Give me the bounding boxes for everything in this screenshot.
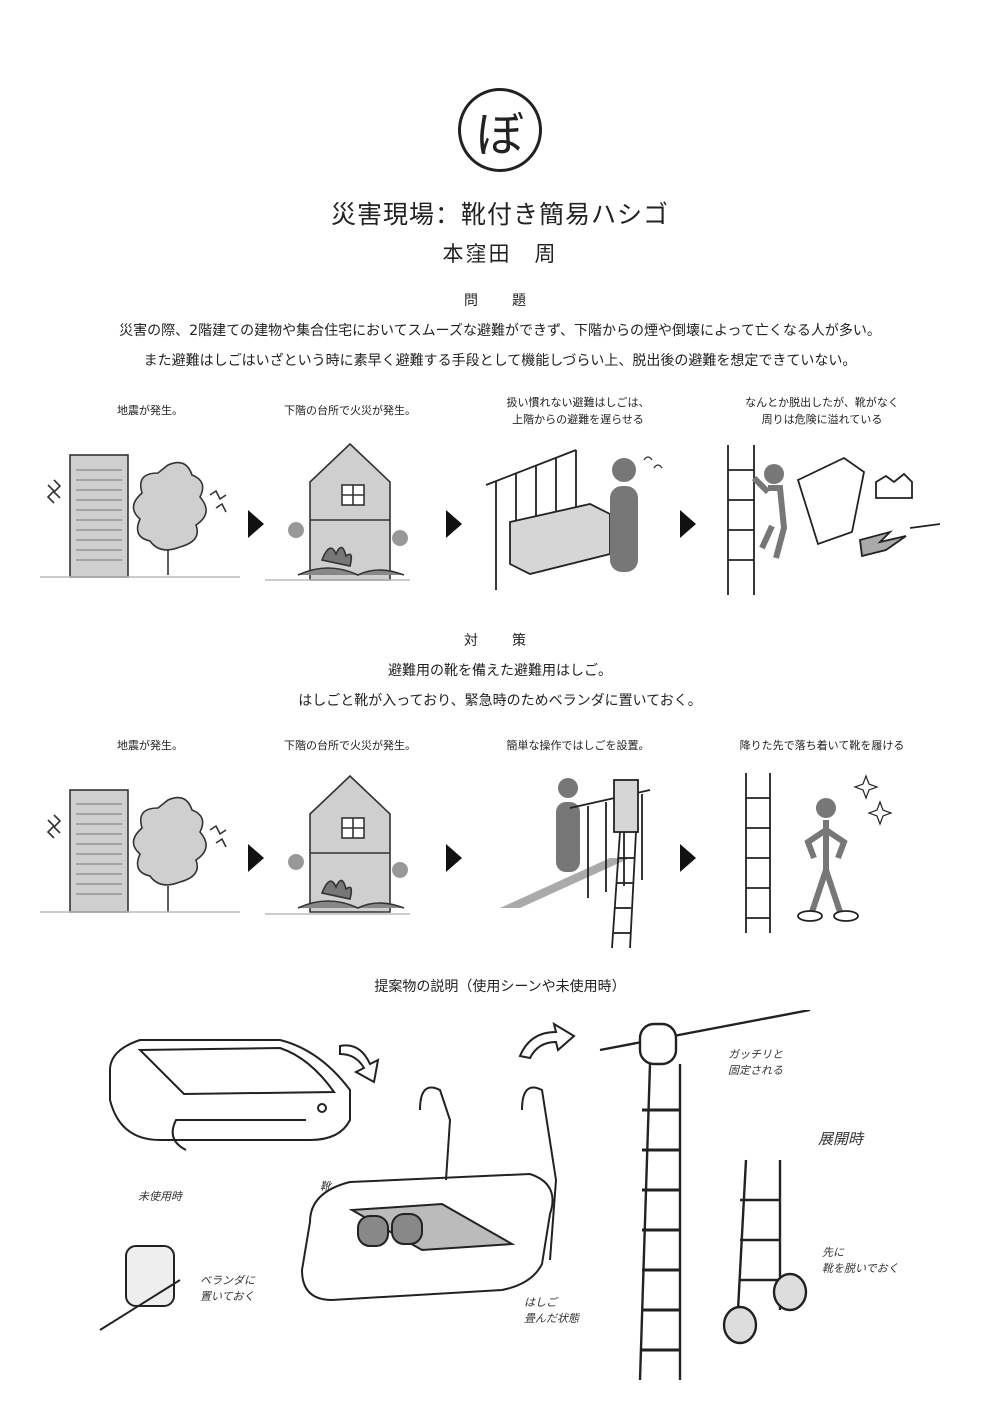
open-box-sketch	[300, 1086, 558, 1302]
arrow-icon	[248, 510, 264, 538]
arrow-icon	[446, 844, 462, 872]
note-deployed: 展開時	[818, 1130, 864, 1148]
logo-stamp: ぼ	[458, 88, 542, 172]
arrow-icon	[680, 844, 696, 872]
house-fire-illustration	[265, 442, 410, 581]
shoes-wearing-illustration	[745, 773, 893, 933]
arrow-icon	[446, 510, 462, 538]
curved-arrow-icon	[339, 1044, 380, 1084]
note-fixed: ガッチリと 固定される	[728, 1048, 783, 1077]
arrow-icon	[680, 510, 696, 538]
product-explanation-illustration	[99, 1010, 811, 1381]
solution-illustrations	[40, 773, 893, 949]
explanation-heading: 提案物の説明（使用シーンや未使用時）	[374, 979, 626, 995]
solution-caption-3: 簡単な操作ではしごを設置。	[506, 739, 650, 752]
logo-char: ぼ	[475, 107, 524, 163]
note-shoes-first: 先に 靴を脱いでおく	[822, 1246, 899, 1275]
author-name: 本窪田 周	[442, 242, 558, 266]
curved-arrow-icon	[518, 1021, 576, 1060]
solution-caption-4: 降りた先で落ち着いて靴を履ける	[739, 739, 905, 752]
solution-heading: 対 策	[464, 633, 536, 649]
house-fire-illustration	[265, 774, 410, 915]
solution-caption-1: 地震が発生。	[117, 739, 183, 752]
escaped-debris-illustration	[727, 445, 941, 595]
problem-caption-3: 扱い慣れない避難はしごは、 上階からの避難を遅らせる	[506, 396, 650, 426]
ladder-setup-illustration	[500, 778, 651, 949]
deployed-ladder-sketch	[722, 1159, 808, 1345]
note-shoes: 靴	[320, 1180, 331, 1193]
problem-illustrations	[40, 442, 941, 595]
closed-box-sketch	[109, 1039, 351, 1151]
solution-caption-2: 下階の台所で火災が発生。	[284, 739, 416, 752]
note-balcony: ベランダに 置いておく	[200, 1274, 255, 1303]
balcony-box-sketch	[99, 1245, 181, 1331]
earthquake-illustration	[40, 789, 240, 913]
solution-line-1: 避難用の靴を備えた避難用はしご。	[388, 663, 612, 679]
problem-heading: 問 題	[464, 293, 536, 309]
balcony-hesitation-illustration	[485, 449, 663, 590]
note-folded: はしご 畳んだ状態	[524, 1296, 579, 1325]
problem-caption-2: 下階の台所で火災が発生。	[284, 404, 416, 417]
page-title: 災害現場：靴付き簡易ハシゴ	[330, 200, 669, 229]
problem-line-1: 災害の際、2階建ての建物や集合住宅においてスムーズな避難ができず、下階からの煙や…	[119, 323, 881, 339]
arrow-icon	[248, 844, 264, 872]
problem-line-2: また避難はしごはいざという時に素早く避難する手段として機能しづらい上、脱出後の避…	[143, 353, 857, 369]
note-unused: 未使用時	[138, 1190, 182, 1203]
solution-line-2: はしごと靴が入っており、緊急時のためベランダに置いておく。	[298, 693, 702, 709]
earthquake-illustration	[40, 454, 240, 578]
problem-caption-1: 地震が発生。	[117, 404, 183, 417]
problem-caption-4: なんとか脱出したが、靴がなく 周りは危険に溢れている	[745, 396, 899, 426]
hooked-ladder-sketch	[599, 1010, 811, 1381]
